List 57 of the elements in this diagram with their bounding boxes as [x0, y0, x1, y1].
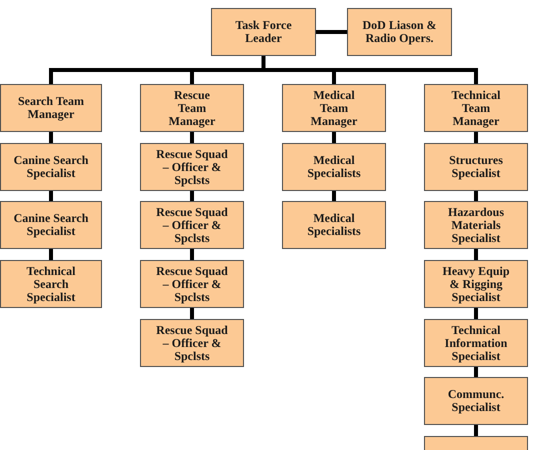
- connector-line: [474, 132, 478, 143]
- connector-line: [474, 191, 478, 201]
- position-box: [424, 319, 528, 367]
- connector-line: [332, 132, 336, 143]
- connector-line: [49, 249, 53, 260]
- position-title: Rescue Squad – Officer & Spclsts: [155, 324, 229, 362]
- position-title: Rescue Team Manager: [168, 88, 216, 128]
- position-box: [282, 143, 386, 191]
- position-box: [424, 436, 528, 450]
- position-title: Task Force Leader: [234, 19, 293, 45]
- position-box: [140, 260, 244, 308]
- connector-line: [190, 191, 194, 201]
- position-title: Search Team Manager: [16, 95, 86, 121]
- connector-line: [49, 191, 53, 201]
- connector-line: [474, 249, 478, 260]
- position-box: [0, 84, 102, 132]
- position-box: [347, 8, 452, 56]
- position-box: [282, 84, 386, 132]
- connector-line: [190, 132, 194, 143]
- position-box: [0, 143, 102, 191]
- position-box: [424, 84, 528, 132]
- position-box: [424, 377, 528, 425]
- position-box: [424, 260, 528, 308]
- position-title: Communc. Specialist: [446, 388, 506, 414]
- position-title: Technical Information Specialist: [444, 324, 508, 362]
- position-box: [211, 8, 316, 56]
- position-box: [140, 143, 244, 191]
- position-title: Rescue Squad – Officer & Spclsts: [155, 264, 229, 304]
- position-box: [282, 201, 386, 249]
- position-title: Hazardous Materials Specialist: [446, 206, 505, 244]
- connector-line: [190, 308, 194, 319]
- position-box: [140, 201, 244, 249]
- position-title: Rescue Squad – Officer & Spclsts: [155, 206, 229, 244]
- position-box: [0, 260, 102, 308]
- position-box: [424, 143, 528, 191]
- position-title: Canine Search Specialist: [12, 154, 90, 180]
- connector-line: [474, 308, 478, 319]
- connector-line: [190, 249, 194, 260]
- position-box: [424, 201, 528, 249]
- position-title: Technical Team Manager: [450, 88, 502, 128]
- position-title: Medical Team Manager: [310, 88, 358, 128]
- position-title: Structures Specialist: [448, 154, 504, 180]
- position-title: Heavy Equip & Rigging Specialist: [441, 264, 511, 304]
- position-title: Medical Specialists: [306, 154, 362, 180]
- position-title: Technical Search Specialist: [26, 264, 76, 304]
- position-box: [140, 319, 244, 367]
- position-title: Canine Search Specialist: [12, 212, 90, 238]
- connector-line: [332, 191, 336, 201]
- position-title: DoD Liason & Radio Opers.: [361, 19, 438, 45]
- connector-line: [316, 30, 347, 34]
- connector-line: [474, 367, 478, 377]
- position-title: Medical Specialists: [306, 212, 362, 238]
- connector-line: [49, 132, 53, 143]
- position-title: Rescue Squad – Officer & Spclsts: [155, 148, 229, 186]
- position-box: [140, 84, 244, 132]
- connector-line: [474, 425, 478, 436]
- position-box: [0, 201, 102, 249]
